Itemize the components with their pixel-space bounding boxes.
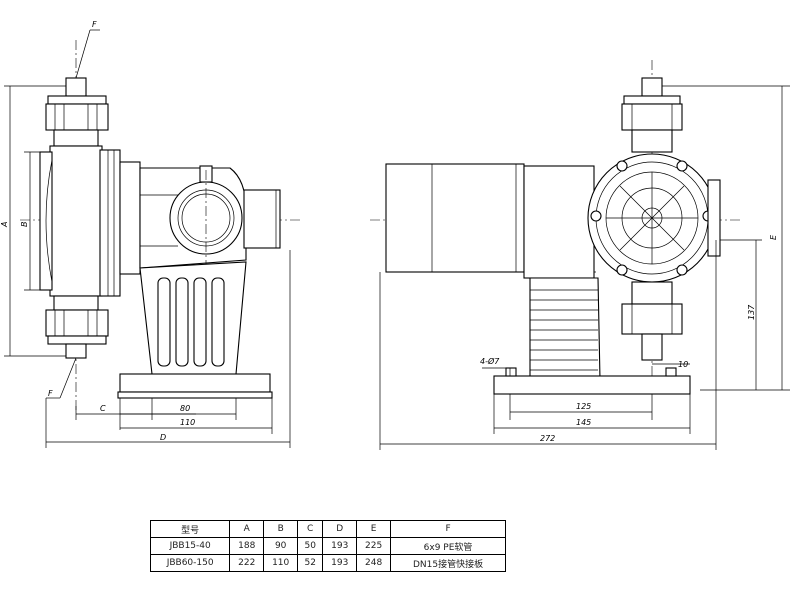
- left-view-pump: [20, 40, 300, 410]
- cell-D: 193: [322, 554, 358, 572]
- cell-A: 222: [229, 554, 265, 572]
- cell-A: 188: [229, 537, 265, 555]
- cell-model: JBB15-40: [149, 537, 231, 555]
- cell-C: 50: [297, 537, 324, 555]
- dim-label-C: C: [100, 404, 106, 413]
- table-header-row: 型号 A B C D E F: [149, 520, 506, 538]
- header-model: 型号: [149, 520, 231, 538]
- dim-label-80: 80: [180, 404, 190, 413]
- header-E: E: [356, 520, 392, 538]
- dim-label-145: 145: [576, 418, 591, 427]
- cell-F: 6x9 PE软管: [390, 537, 506, 555]
- dim-label-F-bottom: F: [48, 389, 53, 398]
- dim-label-A: A: [0, 222, 9, 228]
- left-view-dimensions: [4, 29, 291, 448]
- cell-D: 193: [322, 537, 358, 555]
- dim-label-272: 272: [540, 434, 555, 443]
- right-view-pump: [370, 60, 740, 395]
- header-D: D: [322, 520, 358, 538]
- header-F: F: [390, 520, 506, 538]
- cell-C: 52: [297, 554, 324, 572]
- table-row: JBB60-150 222 110 52 193 248 DN15接管快接板: [149, 554, 506, 572]
- header-B: B: [263, 520, 299, 538]
- dim-label-B: B: [20, 222, 29, 228]
- cell-E: 248: [356, 554, 392, 572]
- dim-label-hole: 4-Ø7: [480, 356, 500, 366]
- header-C: C: [297, 520, 324, 538]
- dim-label-110: 110: [180, 418, 195, 427]
- cell-B: 90: [263, 537, 299, 555]
- dim-label-D: D: [160, 433, 166, 442]
- dim-label-10: 10: [678, 360, 688, 369]
- specification-table: 型号 A B C D E F JBB15-40 188 90 50 193 22…: [149, 520, 506, 572]
- cell-F: DN15接管快接板: [390, 554, 506, 572]
- right-view-dimensions: [379, 85, 790, 450]
- header-A: A: [229, 520, 265, 538]
- dim-label-F-top: F: [92, 20, 97, 29]
- dim-label-137: 137: [747, 304, 756, 320]
- table-row: JBB15-40 188 90 50 193 225 6x9 PE软管: [149, 537, 506, 555]
- cell-B: 110: [263, 554, 299, 572]
- dim-label-125: 125: [576, 402, 591, 411]
- cell-E: 225: [356, 537, 392, 555]
- dim-label-E: E: [769, 234, 778, 240]
- cell-model: JBB60-150: [149, 554, 231, 572]
